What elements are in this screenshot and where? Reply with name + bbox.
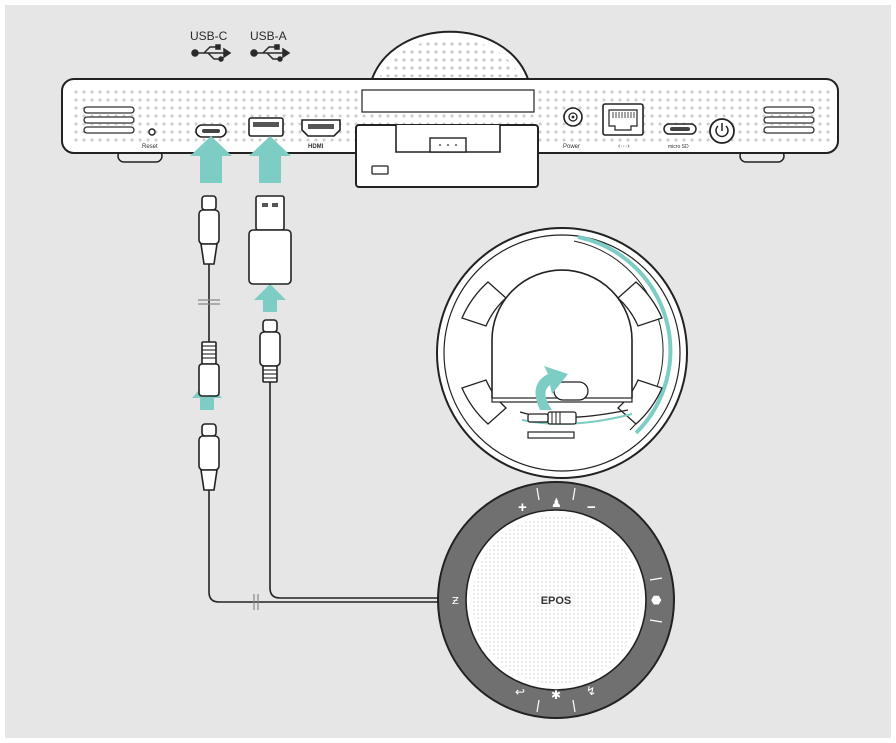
teams-icon[interactable]: ♟ [551,496,562,510]
bluetooth-icon[interactable]: ✱ [551,688,561,702]
pairing-icon: Ƶ [452,596,459,607]
usb-a-plug [249,196,291,284]
network-icon: ‹···› [618,143,630,150]
mounting-clamp [356,125,538,187]
reset-label: Reset [142,144,158,150]
volume-down-button[interactable]: − [587,499,596,516]
power-button[interactable] [710,119,734,143]
usb-c-to-a-adapter-plug [260,320,280,382]
usb-a-label: USB-A [250,29,287,43]
volume-up-button[interactable]: + [518,499,527,516]
micro-sd-label: micro SD [668,144,689,150]
phone-icon[interactable]: ↩ [515,685,525,699]
speakerphone-bottom-view [437,228,687,478]
brand-logo: EPOS [541,595,572,607]
speakerphone-usb-c-plug [199,424,219,490]
speaker-grille-left [84,107,134,133]
ethernet-port[interactable] [603,104,643,135]
hdmi-label: HDMI [308,144,324,150]
power-label: Power [563,144,580,150]
stored-usb-plug [528,412,576,424]
hang-up-icon[interactable]: ↯ [586,684,596,698]
usb-c-label: USB-C [190,29,228,43]
speaker-grille-right [764,107,814,133]
reset-button[interactable] [149,129,155,135]
usb-c-extension-female [199,342,219,396]
teams-button-icon[interactable]: ⬣ [651,593,662,607]
speakerphone: EPOS + ♟ − ⬣ Ƶ ↩ ✱ ↯ [438,482,674,718]
